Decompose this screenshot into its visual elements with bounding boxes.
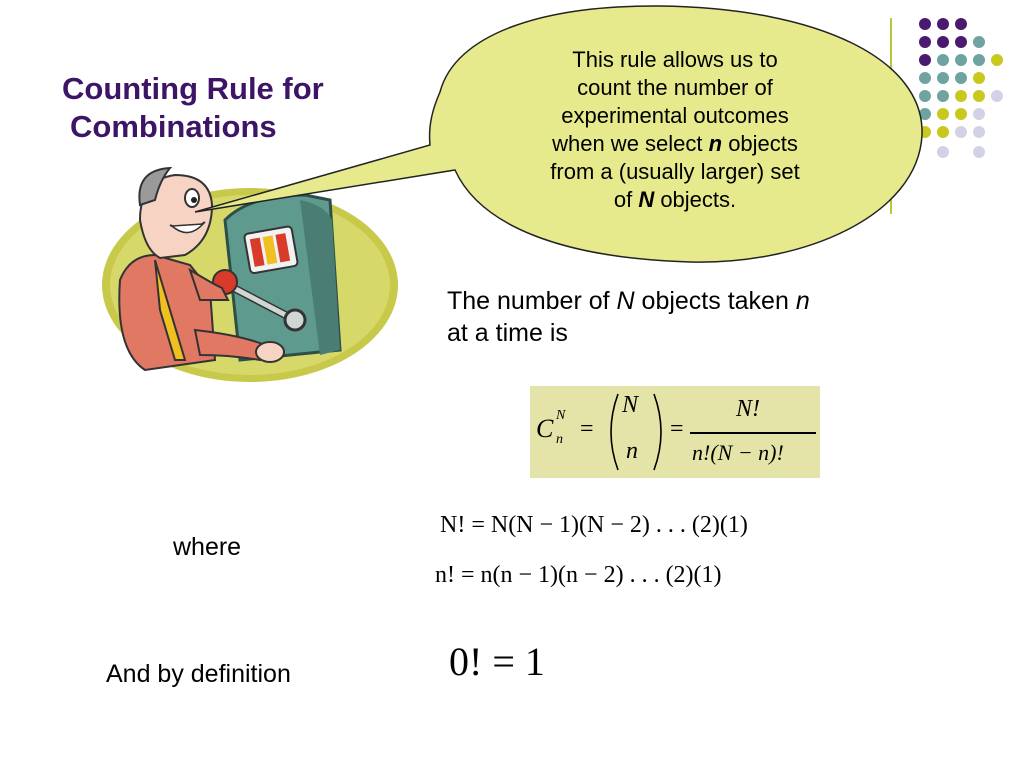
binomial-parentheses [610,393,662,471]
teal-dot [919,108,931,120]
lavender-dot [973,108,985,120]
teal-dot [955,54,967,66]
yellow-dot [991,54,1003,66]
purple-dot [955,18,967,30]
teal-dot [973,36,985,48]
where-label: where [173,533,242,561]
dot-row-6 [919,108,985,120]
fraction-bar [690,432,816,434]
binomial-top-N: N [622,392,639,418]
yellow-dot [919,126,931,138]
teal-dot [937,90,949,102]
intro-text-a: The number of [447,287,617,315]
slide-title: Counting Rule for Combinations [62,70,324,146]
lavender-dot [955,126,967,138]
purple-dot [955,36,967,48]
bubble-line-4-text-a: when we select [552,131,709,156]
teal-dot [937,54,949,66]
yellow-dot [973,90,985,102]
lavender-dot [991,90,1003,102]
formula-subscript-n: n [556,432,563,447]
bubble-line-4-text-b: objects [722,131,798,156]
formula-equals-2: = [670,416,684,442]
yellow-dot [937,108,949,120]
combination-formula: C N n = N n = N! n!(N − n)! [530,386,820,478]
bubble-var-N: N [638,187,655,212]
bubble-line-6-text-b: objects. [654,187,737,212]
combination-intro-text: The number of N objects taken n at a tim… [447,285,967,349]
bubble-line-5: from a (usually larger) set [550,159,800,184]
dot-row-8 [937,146,985,158]
slide-title-line1: Counting Rule for [62,71,324,106]
bubble-line-4: when we select n objects [500,130,850,158]
purple-dot [919,18,931,30]
dot-row-2 [919,36,985,48]
dot-row-7 [919,126,985,138]
teal-dot [937,72,949,84]
slide-title-line2: Combinations [70,109,277,144]
slot-machine [223,193,342,362]
teal-dot [955,72,967,84]
lavender-dot [937,146,949,158]
slot-machine-cartoon-illustration [102,166,398,382]
formula-C: C [536,414,554,443]
fraction-denominator: n!(N − n)! [692,440,784,465]
fraction-numerator: N! [736,396,760,422]
dot-row-5 [919,90,1003,102]
intro-text-c: at a time is [447,319,568,347]
binomial-bottom-n: n [626,438,638,464]
factorial-n-definition: n! = n(n − 1)(n − 2) . . . (2)(1) [435,562,722,588]
dot-row-1 [919,18,967,30]
decorative-dot-grid [919,18,1003,158]
bubble-line-6-text-a: of [613,187,639,212]
yellow-dot [937,126,949,138]
formula-superscript-N: N [556,408,566,423]
purple-dot [919,54,931,66]
zero-factorial-definition: 0! = 1 [449,639,545,684]
teal-dot [919,72,931,84]
purple-dot [937,18,949,30]
formula-equals-1: = [580,416,594,442]
intro-var-n: n [795,287,810,315]
dot-row-3 [919,54,1003,66]
intro-var-N: N [616,287,635,315]
bubble-line-1: This rule allows us to [572,47,778,72]
yellow-dot [955,108,967,120]
purple-dot [919,36,931,48]
factorial-N-definition: N! = N(N − 1)(N − 2) . . . (2)(1) [440,512,748,538]
bubble-var-n: n [708,131,723,156]
intro-text-b: objects taken [634,287,796,315]
teal-dot [919,90,931,102]
bubble-line-3: experimental outcomes [561,103,789,128]
definition-label: And by definition [106,660,291,688]
yellow-dot [973,72,985,84]
dot-row-4 [919,72,985,84]
lavender-dot [973,126,985,138]
speech-bubble-text: This rule allows us to count the number … [500,46,850,214]
teal-dot [973,54,985,66]
vertical-divider [890,18,892,214]
purple-dot [937,36,949,48]
yellow-dot [955,90,967,102]
bubble-line-2: count the number of [577,75,773,100]
bubble-line-6: of N objects. [500,186,850,214]
lavender-dot [973,146,985,158]
cartoon-man [118,166,285,372]
